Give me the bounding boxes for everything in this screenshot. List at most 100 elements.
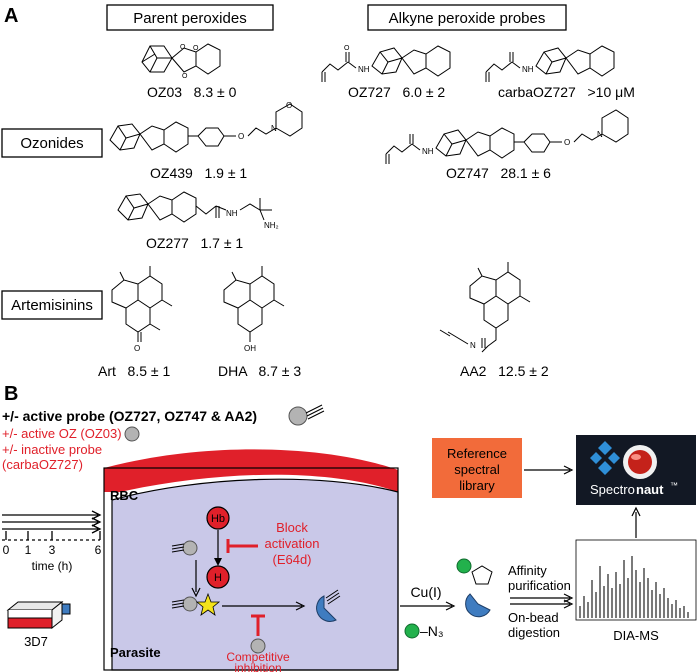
time-tick-6: 6 [95,543,102,557]
oz439-n: N [271,124,277,133]
aa2-label: AA2 12.5 ± 2 [460,363,549,379]
rbc-membrane [104,449,398,492]
h-label: H [214,572,222,584]
oz747-structure [385,109,629,164]
oz277-nh2: NH₂ [264,221,279,230]
oz727-nh: NH [358,65,370,74]
click-arrow [400,601,456,611]
cell-frame [103,467,399,671]
oz03-label: OZ03 8.3 ± 0 [147,84,237,100]
carbaoz727-nh: NH [522,65,534,74]
parent-peroxides-box [106,4,274,31]
inactive-probe-name: (carbaOZ727) [2,457,83,472]
activation-arrow [191,560,201,598]
artemisinins-box [1,290,103,320]
panel-b-letter: B [4,383,18,405]
oz277-label: OZ277 1.7 ± 1 [146,235,243,251]
probe-ball-active [182,596,198,612]
strain-label: 3D7 [24,634,48,649]
oz439-o2: O [286,101,292,110]
oz747-o: O [564,138,570,147]
reference-label-2: spectral [454,462,500,477]
hb-circle [206,506,230,530]
oz727-o: O [344,45,350,52]
reference-label-1: Reference [447,446,507,461]
alkyne-probes-box [367,4,567,31]
spectronaut-logo [576,435,696,505]
active-oz-ball [124,426,140,442]
oz03-structure [141,43,221,75]
active-probe-ball [288,406,308,426]
to-target-arrow [222,601,306,611]
oz03-o3: O [182,73,188,80]
active-probe-line: +/- active probe (OZ727, OZ747 & AA2) [2,408,257,424]
digestion-arrow [510,599,574,609]
block-label-3: (E64d) [272,552,311,567]
competitive-bar [251,614,265,636]
affinity-label-2: purification [508,578,571,593]
affinity-label-1: Affinity [508,563,547,578]
oz747-nh: NH [422,147,434,156]
time-tick-3: 3 [49,543,56,557]
panel-a-letter: A [4,5,18,27]
oz03-o1: O [180,44,186,51]
dia-ms-spectrum [575,539,697,621]
onbead-label-2: digestion [508,625,560,640]
ozonides-label: Ozonides [20,135,83,152]
artemisinins-label: Artemisinins [11,297,93,314]
timeline-arrows [2,510,102,541]
inactive-probe-line: +/- inactive probe [2,442,102,457]
oz277-structure [117,191,272,223]
oz277-nh: NH [226,209,238,218]
carbaoz727-label: carbaOZ727 >10 μM [498,84,635,100]
aa2-structure [439,262,531,353]
spectronaut-text-b: naut [636,482,664,497]
dha-oh: OH [244,344,256,353]
time-tick-1: 1 [25,543,32,557]
spectronaut-tm: ™ [670,481,678,490]
carbaoz727-structure [485,45,615,82]
time-tick-0: 0 [3,543,10,557]
oz747-label: OZ747 28.1 ± 6 [446,165,551,181]
culture-flask [6,600,71,630]
dha-structure [223,266,285,342]
parent-peroxides-header: Parent peroxides [133,10,246,27]
oz727-label: OZ727 6.0 ± 2 [348,84,445,100]
library-to-spectronaut-arrow [524,465,574,475]
h-circle [206,565,230,589]
purification-arrow [510,593,574,603]
block-label-2: activation [265,536,320,551]
captured-protein [465,593,491,618]
triazole [471,565,493,585]
cu-label: Cu(I) [410,584,441,600]
dia-to-spectronaut-arrow [631,506,641,538]
onbead-label-1: On-bead [508,610,559,625]
competitive-label-1: Competitive [226,650,290,664]
oz03-o2: O [193,45,199,52]
azide-ball [404,623,420,639]
dha-label: DHA 8.7 ± 3 [218,363,301,379]
time-label: time (h) [32,559,73,573]
oz439-label: OZ439 1.9 ± 1 [150,165,247,181]
art-label: Art 8.5 ± 1 [98,363,170,379]
rbc-label: RBC [110,488,139,503]
probe-top-alkyne [171,543,185,553]
reference-library-box [432,438,522,498]
target-protein [316,595,337,622]
art-o: O [134,344,140,353]
hb-arrowhead [214,558,222,566]
competitive-label-2: inhibition [234,661,281,672]
azide-label: –N₃ [420,623,444,639]
active-oz-line: +/- active OZ (OZ03) [2,426,122,441]
ozonides-box [1,128,103,158]
parasite-label: Parasite [110,645,161,660]
probe-active-alkyne [171,599,185,609]
active-probe-alkyne [305,404,325,420]
spectronaut-text-a: Spectro [590,482,635,497]
target-alkyne [325,589,341,605]
block-label-1: Block [276,520,308,535]
aa2-n: N [470,341,476,350]
oz439-o: O [238,132,244,141]
reference-label-3: library [459,478,495,493]
